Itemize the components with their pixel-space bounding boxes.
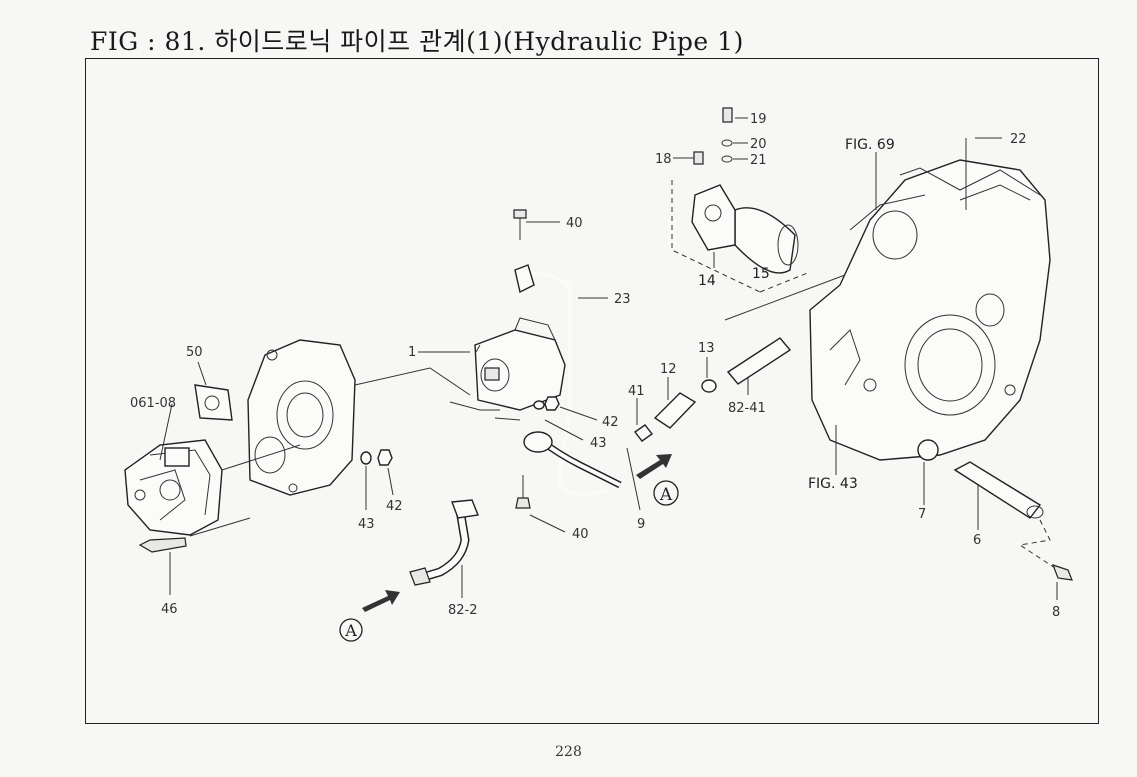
label-40-top: 40 bbox=[566, 216, 583, 231]
label-12: 12 bbox=[660, 362, 677, 377]
pipe-82-2 bbox=[409, 499, 479, 586]
pipe-9 bbox=[523, 431, 622, 489]
pump-housing bbox=[247, 339, 356, 496]
label-43-left: 43 bbox=[358, 517, 375, 532]
washer-43-nut-42 bbox=[360, 449, 393, 466]
figure-title: FIG : 81. 하이드로닉 파이프 관계(1)(Hydraulic Pipe… bbox=[90, 27, 744, 56]
label-9: 9 bbox=[637, 517, 645, 532]
label-21: 21 bbox=[750, 153, 767, 168]
diagram-frame bbox=[85, 58, 1099, 724]
flow-arrow-left bbox=[362, 590, 400, 612]
label-7: 7 bbox=[918, 507, 926, 522]
page-number: 228 bbox=[555, 744, 582, 760]
label-14: 14 bbox=[698, 273, 716, 289]
label-40-bottom: 40 bbox=[572, 527, 589, 542]
callout-a-right-text: A bbox=[659, 485, 673, 505]
pipe-23 bbox=[514, 264, 611, 498]
label-23: 23 bbox=[614, 292, 631, 307]
fitting-12-13 bbox=[633, 379, 717, 442]
callout-a-left: A bbox=[339, 618, 363, 642]
flow-arrow-right bbox=[636, 454, 672, 479]
label-82-2: 82-2 bbox=[448, 603, 478, 618]
gear-pump-1 bbox=[474, 317, 566, 411]
label-42-center: 42 bbox=[602, 415, 619, 430]
oil-filter bbox=[671, 107, 846, 321]
leader-lines bbox=[159, 117, 1058, 600]
label-50: 50 bbox=[186, 345, 203, 360]
bolt-40 bbox=[513, 209, 531, 509]
washers-42-43 bbox=[533, 396, 560, 411]
pipe-6 bbox=[953, 461, 1044, 519]
fitting-8 bbox=[1018, 519, 1073, 581]
label-18: 18 bbox=[655, 152, 672, 167]
label-42-left: 42 bbox=[386, 499, 403, 514]
oring-7 bbox=[917, 439, 939, 461]
label-19: 19 bbox=[750, 112, 767, 127]
callout-a-right: A bbox=[653, 480, 679, 506]
label-061-08: 061-08 bbox=[130, 396, 176, 411]
hose-82-41 bbox=[726, 337, 792, 385]
hydraulic-pump bbox=[124, 439, 223, 536]
label-13: 13 bbox=[698, 341, 715, 356]
label-fig-69: FIG. 69 bbox=[845, 137, 895, 153]
label-15: 15 bbox=[752, 266, 770, 282]
label-6: 6 bbox=[973, 533, 981, 548]
transmission-case bbox=[809, 159, 1051, 461]
gasket bbox=[194, 384, 233, 421]
label-41: 41 bbox=[628, 384, 645, 399]
label-82-41: 82-41 bbox=[728, 401, 766, 416]
bolt-46 bbox=[138, 537, 187, 553]
label-1: 1 bbox=[408, 345, 416, 360]
callout-a-left-text: A bbox=[344, 621, 357, 640]
label-fig-43: FIG. 43 bbox=[808, 476, 858, 492]
label-20: 20 bbox=[750, 137, 767, 152]
label-43-center: 43 bbox=[590, 436, 607, 451]
label-22: 22 bbox=[1010, 132, 1027, 147]
label-8: 8 bbox=[1052, 605, 1060, 620]
label-46: 46 bbox=[161, 602, 178, 617]
